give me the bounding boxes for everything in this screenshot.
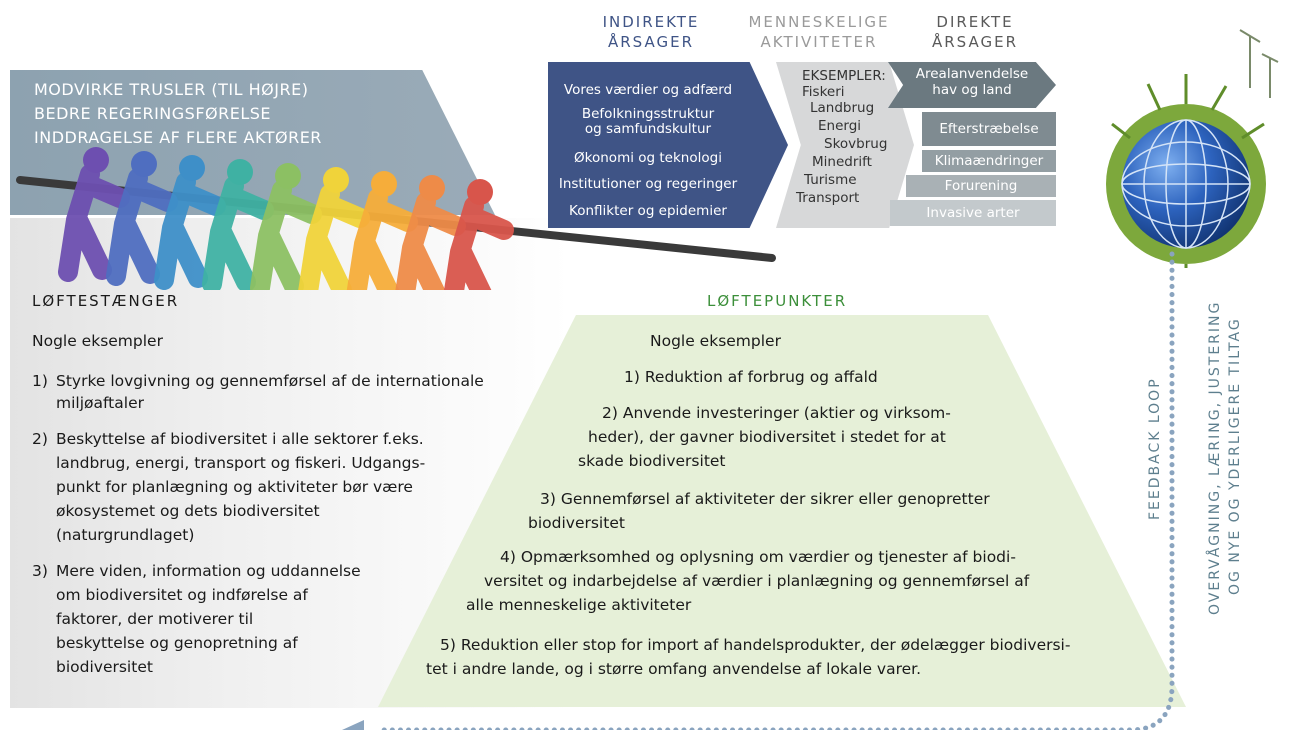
lever-item-3-line: Mere viden, information og uddannelse — [56, 562, 361, 580]
lever-item-3-line: faktorer, der motiverer til — [56, 610, 254, 628]
lever-item-2-line: punkt for planlægning og aktiviteter bør… — [56, 478, 413, 496]
leverage-point-line: heder), der gavner biodiversitet i stede… — [588, 428, 946, 446]
levers-title: LØFTESTÆNGER — [32, 292, 180, 310]
feedback-loop-arrow — [342, 251, 1175, 730]
indirect-causes-box: Vores værdier og adfærd Befolkningsstruk… — [548, 62, 788, 228]
activity-item: Turisme — [804, 172, 857, 188]
people-group — [58, 147, 514, 290]
leverage-point-line: versitet og indarbejdelse af værdier i p… — [484, 572, 1030, 590]
leverage-points-subtitle: Nogle eksempler — [650, 332, 781, 350]
direct-cause-land-use: Arealanvendelse hav og land — [888, 62, 1056, 108]
lever-item-3-number: 3) — [32, 562, 48, 580]
banner-line-3: INDDRAGELSE AF FLERE AKTØRER — [34, 128, 322, 147]
activity-item: Minedrift — [812, 154, 872, 170]
direct-cause-climate: Klimaændringer — [922, 150, 1056, 172]
leverage-point-line: 1) Reduktion af forbrug og affald — [624, 368, 878, 386]
direct-cause-invasive: Invasive arter — [890, 200, 1056, 226]
activity-item: Landbrug — [810, 100, 875, 116]
leverage-point-line: skade biodiversitet — [578, 452, 726, 470]
indirect-item: Institutioner og regeringer — [558, 176, 738, 192]
leverage-point-line: biodiversitet — [528, 514, 625, 532]
direct-cause-exploitation: Efterstræbelse — [922, 112, 1056, 146]
arrow-head-icon — [342, 720, 364, 730]
lever-item-2-line: Beskyttelse af biodiversitet i alle sekt… — [56, 430, 424, 448]
tug-of-war-illustration — [16, 147, 776, 290]
person-figure — [298, 167, 370, 290]
leverage-point-line: 3) Gennemførsel af aktiviteter der sikre… — [540, 490, 990, 508]
lever-item-2-number: 2) — [32, 430, 48, 448]
activity-item: Fiskeri — [802, 84, 845, 100]
person-figure — [444, 179, 514, 290]
lever-item-2-line: økosystemet og dets biodiversitet — [56, 502, 320, 520]
lever-item-3-line: biodiversitet — [56, 658, 153, 676]
lever-item-3-line: om biodiversitet og indførelse af — [56, 586, 308, 604]
globe-illustration — [1106, 29, 1279, 268]
leverage-point-line: alle menneskelige aktiviteter — [466, 596, 692, 614]
lever-item-2-line: (naturgrundlaget) — [56, 526, 195, 544]
direct-cause-pollution: Forurening — [906, 175, 1056, 197]
leverage-point-line: tet i andre lande, og i større omfang an… — [426, 660, 922, 678]
banner-line-2: BEDRE REGERINGSFØRELSE — [34, 104, 272, 123]
human-header: MENNESKELIGE AKTIVITETER — [748, 13, 890, 51]
lever-item-1-line: miljøaftaler — [56, 394, 144, 412]
person-figure — [250, 163, 322, 290]
lever-item-1-line: Styrke lovgivning og gennemførsel af de … — [56, 372, 484, 390]
feedback-loop-label: FEEDBACK LOOP — [1147, 377, 1163, 520]
person-figure — [154, 155, 226, 290]
leverage-point-line: 2) Anvende investeringer (aktier og virk… — [602, 404, 951, 422]
levers-subtitle: Nogle eksempler — [32, 332, 163, 350]
person-figure — [346, 171, 418, 290]
person-figure — [395, 175, 466, 290]
activity-item: Skovbrug — [824, 136, 888, 152]
indirect-item: Konflikter og epidemier — [569, 203, 727, 219]
banner-line-1: MODVIRKE TRUSLER (TIL HØJRE) — [34, 80, 309, 99]
person-figure — [106, 151, 178, 286]
person-figure — [58, 147, 130, 282]
lever-item-2-line: landbrug, energi, transport og fiskeri. … — [56, 454, 426, 472]
leverage-points-title: LØFTEPUNKTER — [707, 292, 848, 310]
indirect-header: INDIREKTE ÅRSAGER — [602, 13, 700, 51]
activity-item: Energi — [818, 118, 862, 134]
person-figure — [202, 159, 274, 290]
monitoring-label-line-2: OG NYE OG YDERLIGERE TILTAG — [1227, 317, 1243, 595]
activity-item: Transport — [796, 190, 860, 206]
indirect-item: Økonomi og teknologi — [574, 150, 722, 166]
indirect-item: Vores værdier og adfærd — [563, 82, 733, 98]
direct-header: DIREKTE ÅRSAGER — [931, 13, 1018, 51]
examples-label: EKSEMPLER: — [802, 68, 886, 84]
monitoring-label-line-1: OVERVÅGNING, LÆRING, JUSTERING — [1207, 300, 1223, 615]
leverage-point-line: 4) Opmærksomhed og oplysning om værdier … — [500, 548, 1016, 566]
indirect-item: Befolkningsstruktur og samfundskultur — [581, 106, 715, 137]
leverage-point-line: 5) Reduktion eller stop for import af ha… — [440, 636, 1071, 654]
lever-item-3-line: beskyttelse og genopretning af — [56, 634, 298, 652]
lever-item-1-number: 1) — [32, 372, 48, 390]
